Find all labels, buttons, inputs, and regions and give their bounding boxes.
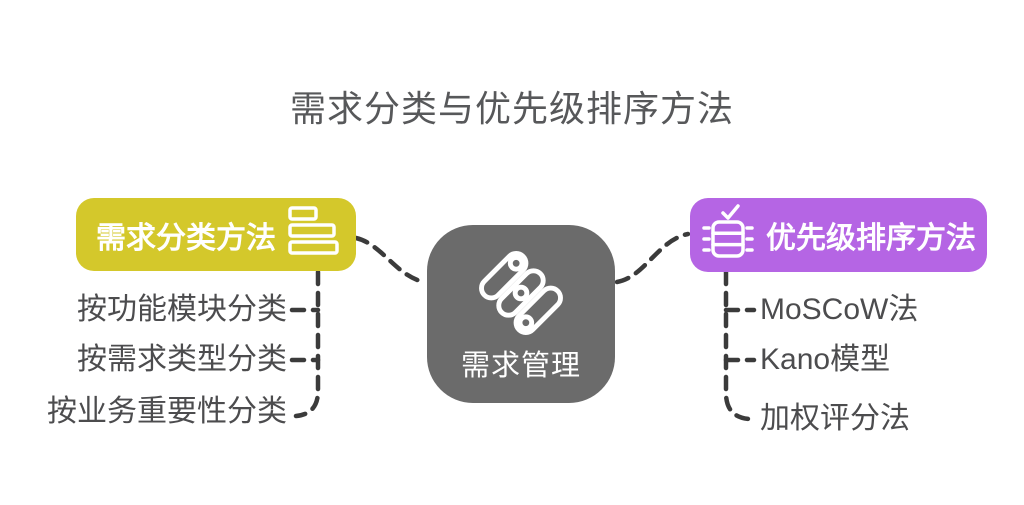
capsules-logo-icon: [477, 249, 565, 342]
left-branch-drop-line: [293, 269, 321, 419]
branch-node-prioritization: 优先级排序方法: [690, 198, 987, 272]
priority-checklist-icon: [700, 201, 758, 269]
leaf-classify-by-requirement-type: 按需求类型分类: [77, 343, 287, 376]
leaf-classify-by-business-importance: 按业务重要性分类: [47, 395, 287, 428]
branch-node-classification: 需求分类方法: [76, 198, 356, 271]
leaf-weighted-scoring: 加权评分法: [760, 402, 910, 435]
category-bars-icon: [288, 205, 340, 264]
center-node-label: 需求管理: [460, 350, 581, 382]
branch-label: 需求分类方法: [96, 221, 276, 255]
leaf-moscow-method: MoSCoW法: [760, 293, 919, 326]
branch-label: 优先级排序方法: [766, 222, 976, 255]
leaf-classify-by-function-module: 按功能模块分类: [77, 293, 287, 326]
edge-left-branch-to-center: [353, 235, 427, 285]
right-branch-drop-line: [723, 269, 752, 422]
page-title: 需求分类与优先级排序方法: [289, 88, 734, 129]
leaf-kano-model: Kano模型: [760, 343, 891, 376]
center-node-requirements-management: 需求管理: [427, 225, 615, 403]
edge-center-to-right-branch: [614, 231, 691, 285]
